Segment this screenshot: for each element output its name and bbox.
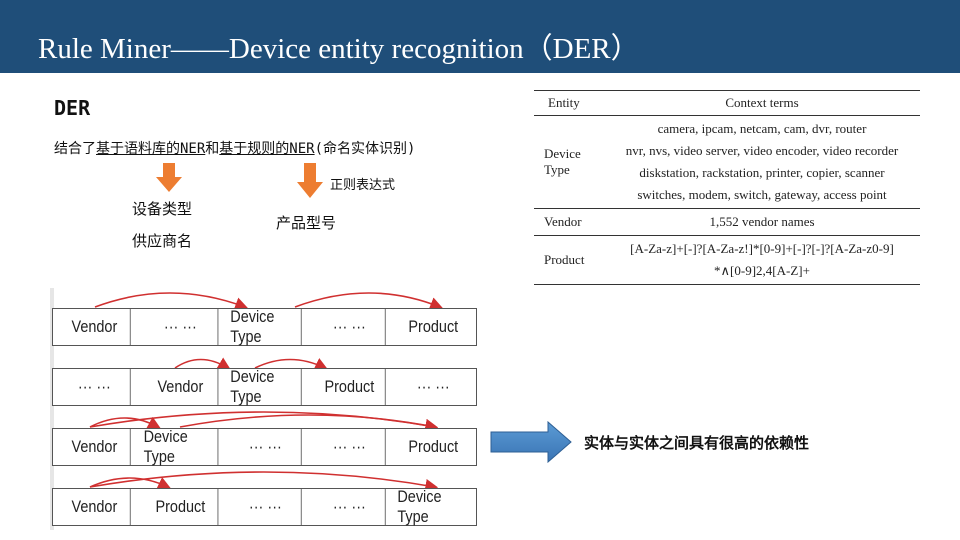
right-arrow-icon [490, 421, 572, 463]
description-line: 结合了基于语料库的NER和基于规则的NER(命名实体识别) [54, 138, 415, 158]
sequence-diagram: Vendor ··· ··· Device Type ··· ··· Produ… [50, 285, 480, 530]
diagram-panel-edge [50, 288, 54, 530]
arc-devicetype-product [294, 292, 443, 310]
table-row: Product [A-Za-z]+[-]?[A-Za-z!]*[0-9]+[-]… [534, 235, 920, 285]
arc-vendor-devicetype [94, 292, 248, 310]
seq-cell: ··· ··· [143, 309, 218, 345]
header-bar: Rule Miner——Device entity recognition（DE… [0, 0, 960, 73]
label-device-type: 设备类型 [132, 200, 193, 218]
seq-cell: Vendor [143, 369, 218, 405]
context-terms-table: Entity Context terms Device Type camera,… [534, 90, 920, 285]
seq-cell: Device Type [397, 487, 442, 526]
seq-cell: Product [408, 437, 459, 456]
down-arrow-icon [297, 163, 323, 198]
device-type-terms: camera, ipcam, netcam, cam, dvr, router … [604, 115, 920, 209]
row-entity-product: Product [534, 235, 604, 285]
row-entity-vendor: Vendor [534, 208, 604, 236]
seq-cell: Device Type [230, 307, 302, 346]
arc-vendor-devicetype [89, 416, 161, 429]
arc-devicetype-product [179, 414, 439, 432]
row-entity-device-type: Device Type [534, 115, 604, 209]
table-row: Device Type camera, ipcam, netcam, cam, … [534, 115, 920, 209]
entity-label: Device Type [544, 146, 581, 177]
vendor-terms: 1,552 vendor names [604, 208, 920, 236]
seq-cell: ··· ··· [314, 429, 386, 465]
seq-cell: ··· ··· [59, 369, 131, 405]
dependency-callout: 实体与实体之间具有很高的依赖性 [584, 434, 810, 452]
label-product-model: 产品型号 [276, 214, 337, 232]
arc-vendor-devicetype [174, 357, 231, 370]
seq-cell: ··· ··· [314, 309, 386, 345]
seq-cell: ··· ··· [230, 429, 302, 465]
desc-and: 和 [205, 141, 220, 157]
desc-prefix: 结合了 [54, 141, 96, 157]
product-terms: [A-Za-z]+[-]?[A-Za-z!]*[0-9]+[-]?[-]?[A-… [604, 235, 920, 285]
down-arrow-icon [156, 163, 182, 192]
term-line: diskstation, rackstation, printer, copie… [639, 165, 885, 180]
seq-cell: ··· ··· [314, 489, 386, 525]
dependency-arcs [89, 292, 443, 492]
arc-vendor-product [89, 477, 171, 489]
seq-cell: Vendor [59, 309, 131, 345]
sequence-row-3: Vendor Device Type ··· ··· ··· ··· Produ… [52, 427, 477, 466]
label-vendor-name: 供应商名 [132, 232, 193, 250]
label-regex: 正则表达式 [330, 178, 396, 193]
arc-devicetype-product [254, 358, 328, 370]
table-header-entity: Entity [534, 90, 604, 116]
seq-cell: ··· ··· [417, 377, 451, 396]
seq-cell: Product [143, 489, 218, 525]
table-row: Vendor 1,552 vendor names [534, 208, 920, 236]
sequence-row-4: Vendor Product ··· ··· ··· ··· Device Ty… [52, 487, 477, 526]
table-header-context: Context terms [604, 90, 920, 116]
arc-vendor-devicetype [89, 471, 439, 492]
desc-corpus-ner: 基于语料库的NER [96, 141, 206, 157]
seq-cell: Vendor [59, 489, 131, 525]
term-line: switches, modem, switch, gateway, access… [637, 187, 887, 202]
term-line: [A-Za-z]+[-]?[A-Za-z!]*[0-9]+[-]?[-]?[A-… [630, 241, 894, 256]
slide-title: Rule Miner——Device entity recognition（DE… [38, 33, 640, 65]
seq-cell: Device Type [143, 427, 218, 466]
sequence-row-2: ··· ··· Vendor Device Type Product ··· ·… [52, 367, 477, 406]
term-line: camera, ipcam, netcam, cam, dvr, router [657, 121, 867, 136]
term-line: *∧[0-9]2,4[A-Z]+ [714, 263, 810, 278]
seq-cell: ··· ··· [230, 489, 302, 525]
sequence-row-1: Vendor ··· ··· Device Type ··· ··· Produ… [52, 307, 477, 346]
seq-cell: Product [314, 369, 386, 405]
seq-cell: Vendor [59, 429, 131, 465]
desc-suffix: (命名实体识别) [314, 141, 416, 157]
seq-cell: Device Type [230, 367, 302, 406]
desc-rule-ner: 基于规则的NER [219, 141, 315, 157]
seq-cell: Product [408, 317, 459, 336]
term-line: nvr, nvs, video server, video encoder, v… [625, 143, 899, 158]
section-heading: DER [54, 96, 91, 120]
